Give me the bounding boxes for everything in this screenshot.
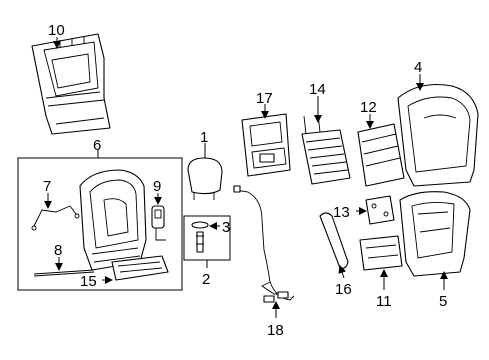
wire-harness-part — [233, 185, 295, 303]
recliner-latch-part — [151, 205, 166, 241]
assembly-frame-box — [17, 157, 183, 291]
callout-18: 18 — [267, 322, 284, 339]
callout-8: 8 — [54, 242, 62, 259]
seat-back-cover-part — [397, 83, 479, 187]
cushion-pad-part — [357, 123, 405, 187]
callout-5: 5 — [439, 293, 447, 310]
headrest-guide-part — [191, 221, 209, 253]
callout-7: 7 — [43, 178, 51, 195]
rear-back-panel-part — [31, 33, 111, 135]
seat-back-frame-part — [79, 169, 147, 271]
callout-15: 15 — [80, 273, 97, 290]
headrest-part — [187, 157, 223, 200]
wire-bracket-part — [31, 205, 80, 231]
lumbar-support-part — [111, 255, 169, 281]
callout-3: 3 — [222, 219, 230, 236]
trim-strip-part — [319, 212, 349, 269]
callout-6: 6 — [93, 137, 101, 154]
callout-11: 11 — [376, 293, 392, 310]
callout-9: 9 — [153, 178, 161, 195]
mounting-bracket-part — [365, 195, 395, 225]
seat-cushion-cover-part — [399, 191, 471, 277]
callout-10: 10 — [48, 22, 65, 39]
callout-2: 2 — [202, 271, 210, 288]
seat-panel-part — [359, 235, 403, 271]
callout-1: 1 — [200, 129, 208, 146]
control-module-part — [241, 113, 291, 177]
callout-17: 17 — [256, 90, 273, 107]
rod-part — [33, 269, 95, 277]
callout-16: 16 — [335, 281, 352, 298]
callout-4: 4 — [414, 59, 422, 76]
callout-14: 14 — [309, 81, 326, 98]
heater-mat-part — [301, 113, 351, 185]
callout-13: 13 — [333, 204, 350, 221]
callout-12: 12 — [360, 99, 377, 116]
